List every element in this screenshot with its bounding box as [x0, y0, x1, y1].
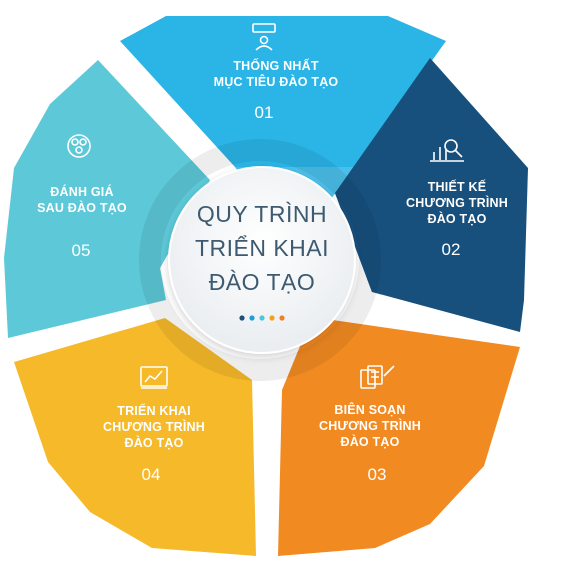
center-title-line-2: TRIỂN KHAI	[195, 234, 329, 261]
segment-02-inner	[335, 193, 385, 292]
segment-03-title-line-1: BIÊN SOẠN	[334, 402, 405, 417]
center-dot	[279, 315, 285, 321]
evaluation-icon	[67, 134, 91, 158]
segment-05-number: 05	[72, 241, 91, 260]
segment-03-title-line-2: CHƯƠNG TRÌNH	[319, 418, 421, 433]
segment-05-title-line-2: SAU ĐÀO TẠO	[37, 200, 127, 215]
center-dot	[269, 315, 275, 321]
segment-02-number: 02	[442, 240, 461, 259]
segment-04-shape	[14, 318, 256, 556]
analytics-icon	[430, 139, 464, 162]
segment-02-title-line-2: CHƯƠNG TRÌNH	[406, 195, 508, 210]
segment-02-title-line-1: THIẾT KẾ	[428, 179, 487, 194]
center-title-line-3: ĐÀO TẠO	[209, 269, 316, 295]
segment-05-title-line-1: ĐÁNH GIÁ	[50, 184, 113, 199]
inner-ring	[139, 139, 381, 381]
segment-04-number: 04	[142, 465, 161, 484]
segment-02-shape	[335, 58, 528, 332]
segment-02-title-line-3: ĐÀO TẠO	[427, 211, 486, 226]
segment-03-shape	[278, 317, 520, 556]
segment-01-shape	[120, 16, 446, 167]
chart-board-icon	[140, 366, 168, 389]
segment-04-title-line-2: CHƯƠNG TRÌNH	[103, 419, 205, 434]
segment-03-number: 03	[368, 465, 387, 484]
segment-03-title-line-3: ĐÀO TẠO	[340, 434, 399, 449]
center-circle	[168, 166, 356, 354]
segment-01-title-line-1: THỐNG NHẤT	[233, 58, 318, 73]
presenter-icon	[252, 23, 276, 51]
center-dot	[239, 315, 245, 321]
segment-01-title-line-2: MỤC TIÊU ĐÀO TẠO	[214, 74, 339, 89]
center-dots	[239, 315, 285, 321]
segment-05-shape	[4, 60, 210, 338]
documents-icon	[360, 365, 395, 389]
center-dot	[249, 315, 255, 321]
segment-04-title-line-1: TRIỂN KHAI	[117, 403, 191, 418]
segment-01-number: 01	[255, 103, 274, 122]
center-dot	[259, 315, 265, 321]
center-title-line-1: QUY TRÌNH	[197, 201, 327, 227]
segment-04-title-line-3: ĐÀO TẠO	[124, 435, 183, 450]
